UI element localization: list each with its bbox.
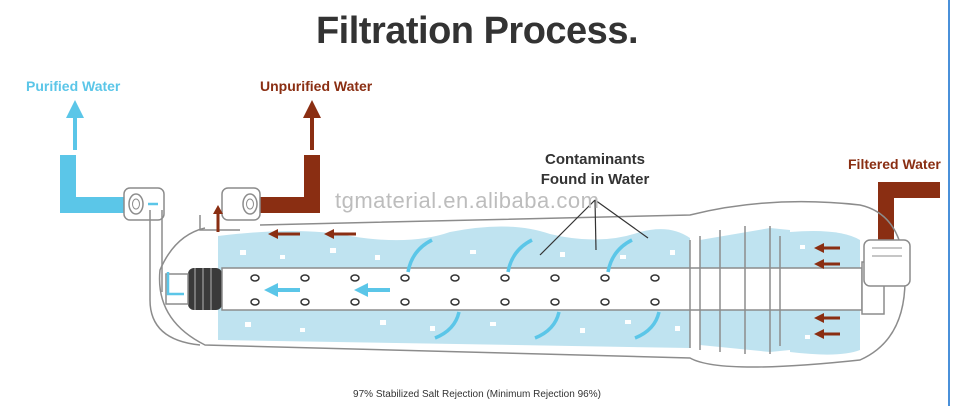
right-fitting: [863, 239, 911, 287]
contaminant-particles: [240, 245, 835, 339]
right-seal-rings: [689, 226, 781, 354]
caption: 97% Stabilized Salt Rejection (Minimum R…: [353, 389, 601, 400]
unpurified-flow-arrows: [213, 205, 356, 239]
feed-flow-arrows: [814, 243, 840, 339]
diagram-title: Filtration Process.: [315, 10, 639, 52]
purified-water-pipe: [60, 100, 124, 213]
left-end-cap: [165, 268, 222, 310]
left-fitting-purified: [123, 187, 165, 221]
permeate-flow-arrows: [264, 283, 390, 297]
unpurified-water-label: Unpurified Water: [260, 78, 373, 94]
contaminants-label: Contaminants Found in Water: [520, 150, 670, 190]
filtered-water-label: Filtered Water: [848, 156, 941, 172]
unpurified-water-pipe: [256, 100, 321, 213]
purified-water-label: Purified Water: [26, 78, 121, 94]
contaminant-pointers: [539, 199, 649, 256]
watermark: tgmaterial.en.alibaba.com: [335, 188, 600, 213]
tube-holes: [250, 274, 660, 306]
central-tube: [221, 261, 885, 315]
purified-exit-arrows: [148, 202, 184, 296]
edge-line: [948, 0, 950, 406]
filtered-water-pipe: [878, 182, 940, 240]
membrane-housing: [149, 200, 906, 368]
contaminants-label-line1: Contaminants: [544, 151, 645, 168]
membrane-flow-arrows: [406, 238, 661, 340]
contaminants-label-line2: Found in Water: [540, 171, 650, 188]
left-fitting-unpurified: [221, 187, 261, 221]
